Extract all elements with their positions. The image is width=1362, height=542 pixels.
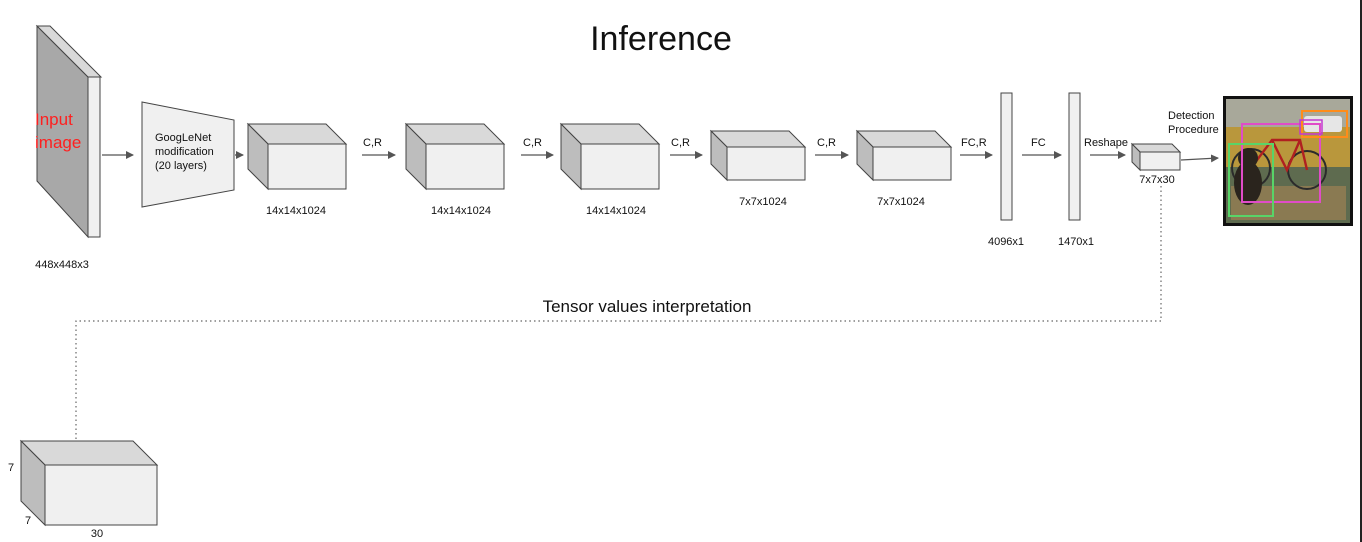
detection-label-line2: Procedure — [1168, 124, 1219, 136]
block-1-dims: 14x14x1024 — [266, 205, 326, 217]
input-image-label-line1: Input — [35, 110, 73, 129]
feature-block-5 — [855, 129, 953, 182]
op-label-2: C,R — [523, 137, 542, 149]
interpretation-dotted-connector — [75, 186, 1162, 441]
tensor-detail-side-a: 7 — [8, 462, 14, 474]
feature-block-3 — [559, 122, 661, 191]
op-label-4: C,R — [817, 137, 836, 149]
arrow-to-detection-image — [1180, 154, 1219, 163]
backbone-label-line3: (20 layers) — [155, 160, 207, 172]
feature-block-1 — [246, 122, 348, 191]
feature-block-4 — [709, 129, 807, 182]
op-label-6: FC — [1031, 137, 1046, 149]
block-4-dims: 7x7x1024 — [739, 196, 787, 208]
detection-result-image — [1223, 96, 1353, 226]
tensor-detail-cube — [19, 439, 159, 527]
input-image-slab — [35, 24, 103, 239]
feature-block-2 — [404, 122, 506, 191]
block-2-dims: 14x14x1024 — [431, 205, 491, 217]
op-label-5: FC,R — [961, 137, 987, 149]
fc-layer-2-dims: 1470x1 — [1058, 236, 1094, 248]
googlenet-backbone-block — [141, 101, 235, 208]
op-label-7: Reshape — [1084, 137, 1128, 149]
backbone-label-line2: modification — [155, 146, 214, 158]
op-label-1: C,R — [363, 137, 382, 149]
right-edge-border — [1360, 0, 1362, 542]
output-tensor-cube — [1130, 142, 1182, 172]
block-5-dims: 7x7x1024 — [877, 196, 925, 208]
diagram-title: Inference — [590, 20, 732, 58]
input-image-label-line2: image — [35, 133, 81, 152]
tensor-detail-depth: 30 — [91, 528, 103, 540]
input-dims-label: 448x448x3 — [35, 259, 89, 271]
fc-layer-2 — [1068, 92, 1081, 221]
backbone-label-line1: GoogLeNet — [155, 132, 211, 144]
interpretation-label: Tensor values interpretation — [543, 297, 752, 316]
tensor-detail-side-b: 7 — [25, 515, 31, 527]
fc-layer-1-dims: 4096x1 — [988, 236, 1024, 248]
op-label-3: C,R — [671, 137, 690, 149]
detection-label-line1: Detection — [1168, 110, 1214, 122]
output-tensor-dims: 7x7x30 — [1139, 174, 1174, 186]
block-3-dims: 14x14x1024 — [586, 205, 646, 217]
fc-layer-1 — [1000, 92, 1013, 221]
